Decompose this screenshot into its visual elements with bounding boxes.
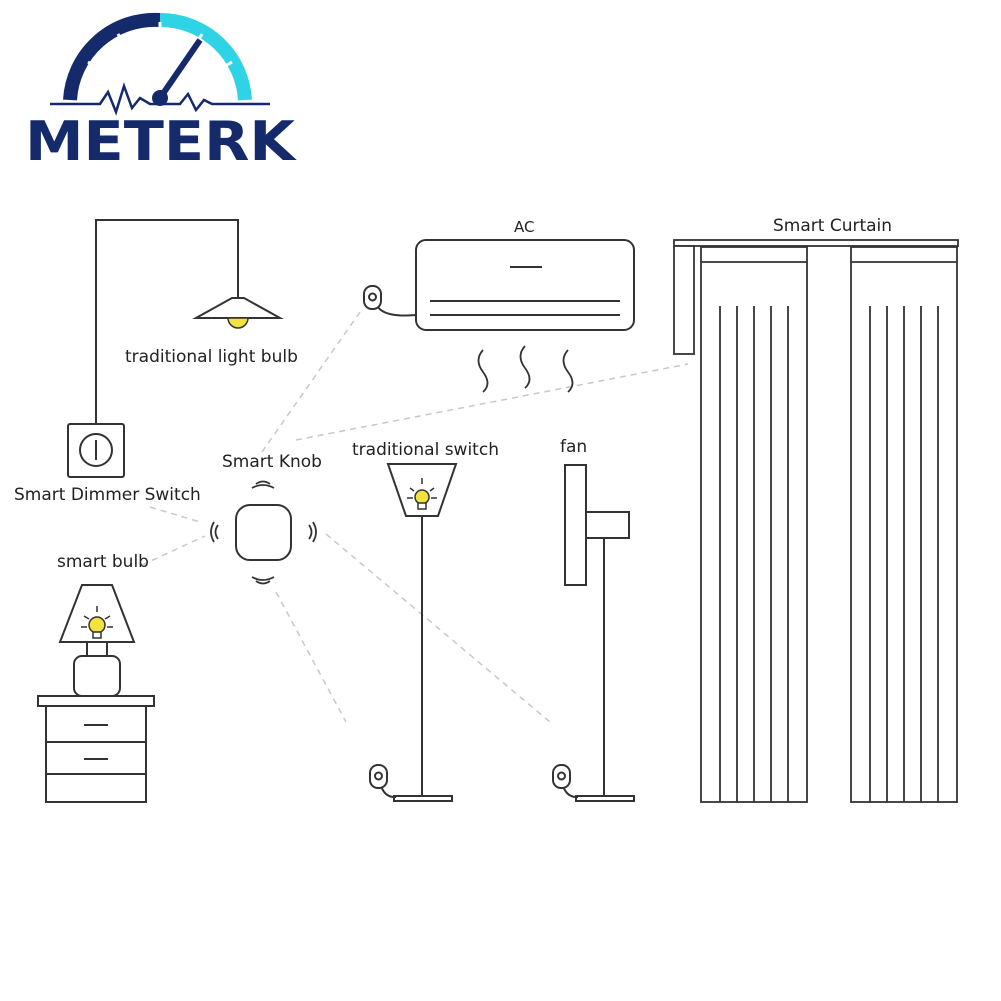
air-conditioner bbox=[375, 239, 635, 393]
signal-waves bbox=[210, 480, 317, 585]
connection-lines bbox=[141, 311, 689, 723]
floor-lamp-plug bbox=[369, 764, 388, 789]
gauge-arc-light bbox=[159, 12, 252, 101]
label-traditional-switch: traditional switch bbox=[352, 440, 499, 460]
smart-curtain bbox=[673, 239, 959, 803]
brand-name: METERK bbox=[25, 110, 297, 173]
smart-dimmer-switch bbox=[67, 423, 125, 478]
label-smart-curtain: Smart Curtain bbox=[773, 216, 892, 236]
wind-3 bbox=[562, 349, 574, 393]
wind-1 bbox=[477, 349, 489, 393]
label-smart-dimmer-switch: Smart Dimmer Switch bbox=[14, 485, 201, 505]
label-fan: fan bbox=[560, 437, 587, 457]
label-smart-bulb: smart bulb bbox=[57, 552, 149, 572]
traditional-light-bulb bbox=[95, 219, 284, 424]
floor-lamp bbox=[379, 463, 458, 802]
floor-lamp-rays bbox=[407, 478, 437, 499]
curtain-panel-right bbox=[850, 246, 958, 803]
label-traditional-light-bulb: traditional light bulb bbox=[125, 347, 298, 367]
meterk-logo: METERK bbox=[25, 12, 297, 173]
gauge-arc-dark bbox=[63, 12, 161, 101]
smart-bulb-lamp bbox=[58, 584, 136, 697]
fan bbox=[561, 464, 635, 802]
pulse-line bbox=[50, 82, 270, 116]
ac-plug bbox=[363, 285, 382, 310]
wind-2 bbox=[519, 345, 531, 389]
nightstand bbox=[37, 695, 155, 803]
curtain-panel-left bbox=[700, 246, 808, 803]
gauge-hub bbox=[152, 90, 168, 106]
bulb-rays bbox=[81, 606, 113, 628]
label-ac: AC bbox=[514, 218, 534, 236]
fan-plug bbox=[552, 764, 571, 789]
gauge-needle bbox=[157, 38, 203, 100]
smart-knob bbox=[210, 480, 317, 585]
label-smart-knob: Smart Knob bbox=[222, 452, 322, 472]
